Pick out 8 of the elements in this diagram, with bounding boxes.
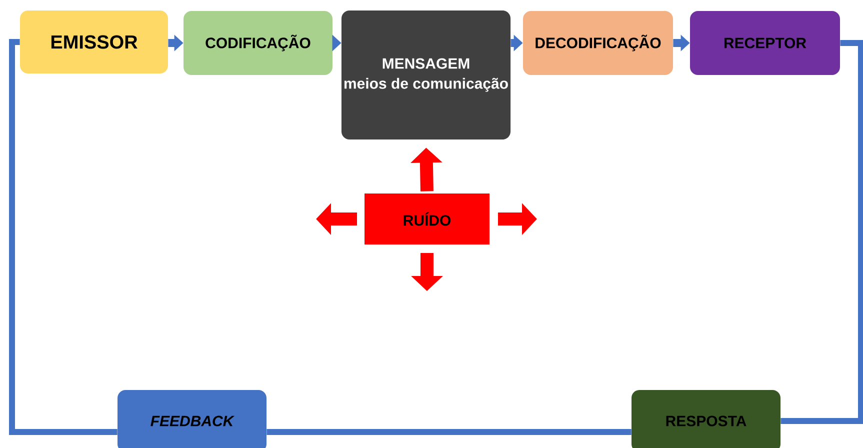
message-box: MENSAGEM meios de comunicação [341, 10, 511, 140]
process-box: EMISSOR [20, 10, 168, 74]
feedback-box: FEEDBACK [118, 390, 266, 448]
response-box: RESPOSTA [632, 390, 780, 448]
process-box: CODIFICAÇÃO [184, 11, 332, 75]
noise-box: RUÍDO [364, 194, 490, 244]
process-box: DECODIFICAÇÃO [523, 11, 673, 75]
process-box: RECEPTOR [690, 11, 840, 75]
